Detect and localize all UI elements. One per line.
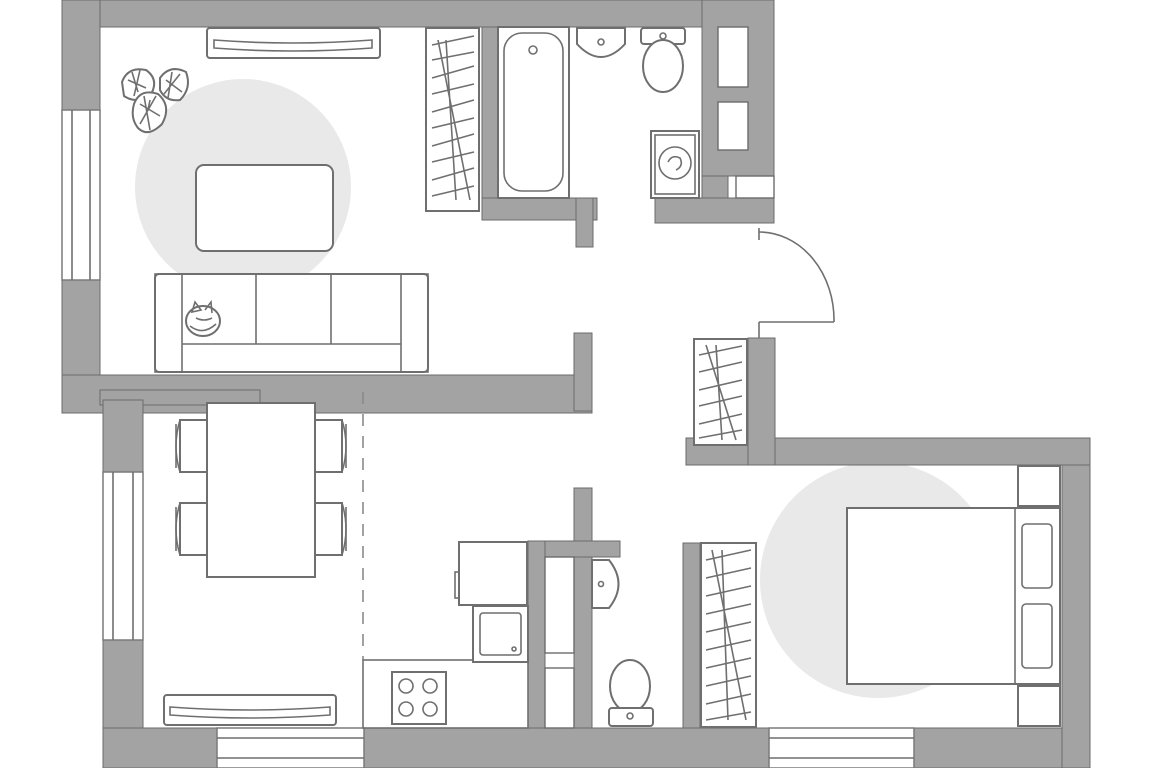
wardrobe-hallway — [693, 338, 748, 446]
wall-bath-left — [481, 26, 499, 221]
wall-bottom-right — [913, 727, 1091, 768]
wall-bottom-left — [102, 727, 218, 768]
kitchen-counter — [362, 659, 529, 729]
chair-left-bottom — [175, 502, 208, 556]
wall-toilet-left — [573, 487, 593, 729]
toilet-bowl — [608, 659, 654, 727]
ventilation-shafts — [544, 26, 775, 729]
bathtub-icon — [497, 26, 570, 199]
sink-icon — [576, 27, 626, 58]
wall-left-top — [61, 0, 101, 111]
shaft-middle — [717, 101, 749, 151]
wall-bedroom-left — [682, 542, 701, 729]
toilet-shaft-b — [544, 667, 575, 729]
window-bedroom — [768, 727, 915, 768]
chair-right-top — [314, 419, 347, 473]
wall-toilet-left-b — [527, 540, 546, 729]
bedroom — [700, 465, 1061, 728]
wall-bedroom-right — [1061, 437, 1091, 768]
windows — [61, 109, 915, 768]
wardrobe-living — [425, 27, 480, 212]
stove-icon — [391, 671, 447, 725]
radiator-kitchen — [163, 694, 337, 726]
entrance-door — [758, 228, 835, 338]
wall-entrance-pillar — [747, 337, 776, 466]
wall-bath-stub — [575, 197, 594, 248]
toilet-shaft-a — [544, 556, 575, 654]
window-kitchen — [102, 471, 144, 641]
cat-icon — [185, 299, 221, 337]
nightstand-top — [1017, 465, 1061, 507]
chair-left-top — [175, 419, 208, 473]
walls — [61, 0, 1091, 768]
wall-bath-bottom-right — [654, 197, 775, 224]
shaft-top — [717, 26, 749, 88]
wall-top — [61, 0, 775, 28]
wall-corridor-stub — [573, 332, 593, 412]
double-bed-icon — [846, 507, 1061, 685]
wall-bottom-mid — [363, 727, 770, 768]
monstera-plant-icon — [120, 68, 189, 134]
bathroom — [497, 26, 700, 199]
kitchen — [362, 541, 529, 729]
wall-bath-right-step — [701, 175, 729, 201]
chair-right-bottom — [314, 502, 347, 556]
toilet-icon — [640, 27, 686, 93]
dining-table — [206, 402, 316, 578]
sofa — [154, 273, 429, 373]
washing-machine-icon — [650, 130, 700, 199]
wall-left-lower-a — [102, 399, 144, 473]
living-room — [120, 27, 480, 373]
nightstand-bottom — [1017, 685, 1061, 727]
toilet-room — [591, 559, 654, 727]
coffee-table — [195, 164, 334, 252]
toilet-sink — [591, 559, 620, 609]
wardrobe-bedroom — [700, 542, 757, 728]
kitchen-sink — [472, 605, 529, 663]
shaft-bottom — [735, 175, 775, 199]
tv-unit — [206, 27, 381, 59]
window-living — [61, 109, 101, 281]
dining-area — [163, 402, 347, 726]
window-bottom-left — [216, 727, 365, 768]
fridge — [454, 541, 528, 606]
